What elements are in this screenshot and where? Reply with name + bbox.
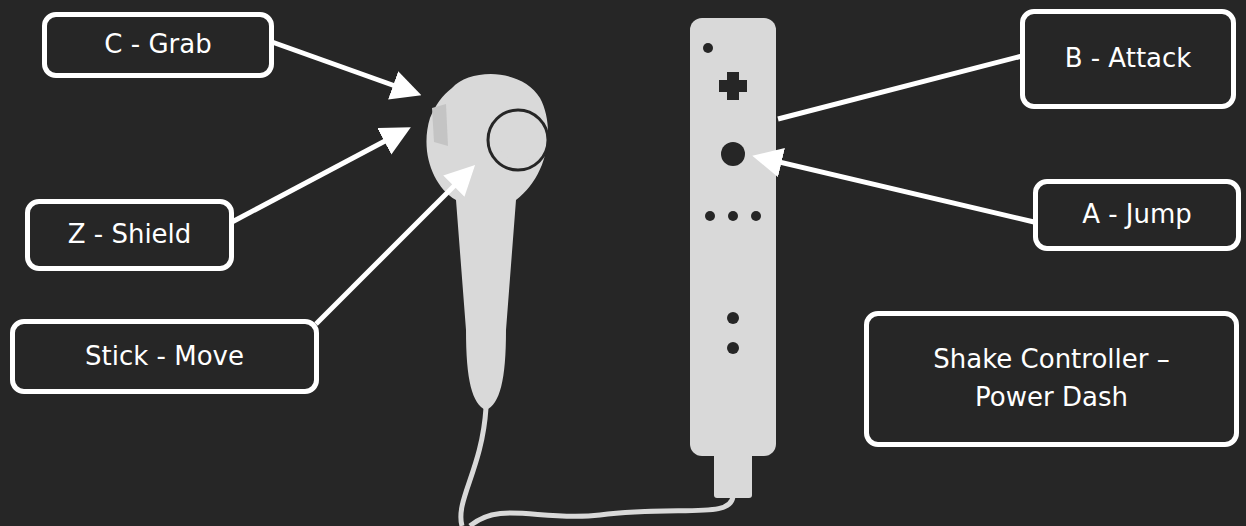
- callout-box: A - Jump: [1033, 179, 1241, 251]
- remote-cable: [470, 495, 733, 526]
- leader-line: [778, 56, 1022, 119]
- callout-text: C - Grab: [104, 26, 211, 64]
- callout-text: Z - Shield: [68, 216, 192, 254]
- a-button: [721, 142, 745, 166]
- callout-text: Stick - Move: [85, 338, 244, 376]
- callout-box: Z - Shield: [25, 199, 234, 271]
- leader-line: [272, 42, 412, 92]
- leader-line: [316, 172, 468, 324]
- minus-button: [705, 211, 715, 221]
- power-button: [703, 43, 713, 53]
- callout-text: A - Jump: [1082, 196, 1192, 234]
- callout-box: Stick - Move: [10, 319, 319, 394]
- wii-remote: [690, 18, 776, 456]
- dpad: [719, 72, 747, 100]
- plus-button: [751, 211, 761, 221]
- callout-text: B - Attack: [1065, 40, 1192, 78]
- nunchuk-cable: [461, 408, 486, 526]
- one-button: [727, 312, 739, 324]
- remote-connector: [714, 450, 752, 498]
- leader-line: [762, 158, 1034, 222]
- nunchuk-body: [426, 74, 548, 410]
- stick-ring: [488, 110, 548, 170]
- leader-line: [232, 132, 402, 222]
- callout-text: Shake Controller – Power Dash: [897, 341, 1206, 416]
- nunchuk-buttons: [432, 104, 448, 146]
- callout-box: B - Attack: [1020, 9, 1236, 109]
- two-button: [727, 342, 739, 354]
- home-button: [728, 211, 738, 221]
- analog-stick: [497, 115, 543, 161]
- callout-box: C - Grab: [42, 12, 274, 78]
- callout-box: Shake Controller – Power Dash: [864, 311, 1239, 447]
